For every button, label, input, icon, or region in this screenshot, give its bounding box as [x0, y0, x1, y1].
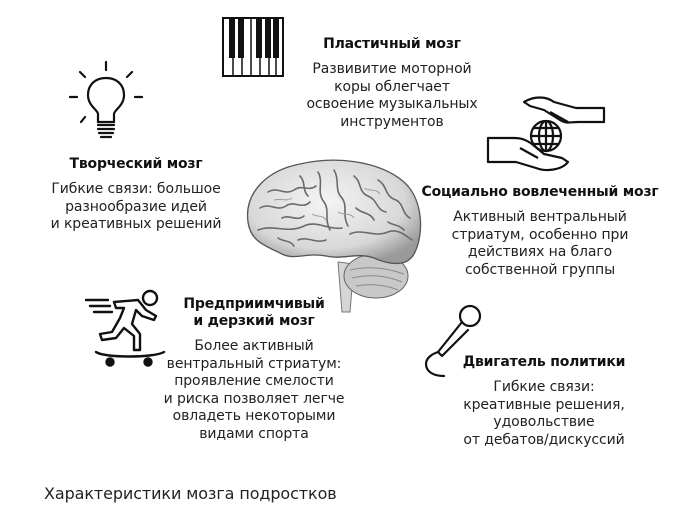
politics-title: Двигатель политики [462, 354, 626, 370]
creative-brain-desc: Гибкие связи: большое разнообразие идей … [50, 181, 222, 232]
creative-brain-block: Творческий мозг Гибкие связи: большое ра… [36, 156, 236, 234]
brain-illustration [238, 152, 428, 322]
piano-keys-icon [222, 16, 284, 78]
skateboarder-icon [84, 288, 176, 368]
daring-brain-title: Предприимчивый и дерзкий мозг [183, 296, 325, 329]
social-brain-desc: Активный вентральный стриатум, особенно … [451, 209, 629, 278]
figure-caption: Характеристики мозга подростков [44, 484, 337, 503]
hands-globe-icon [484, 96, 608, 176]
creative-brain-title: Творческий мозг [69, 156, 203, 172]
social-brain-block: Социально вовлеченный мозг Активный вент… [420, 184, 660, 279]
plastic-brain-desc: Развивитие моторной коры облегчает освое… [306, 61, 478, 130]
daring-brain-block: Предприимчивый и дерзкий мозг Более акти… [148, 296, 360, 443]
social-brain-title: Социально вовлеченный мозг [421, 184, 659, 200]
politics-block: Двигатель политики Гибкие связи: креатив… [444, 354, 644, 449]
microphone-icon [418, 298, 488, 378]
plastic-brain-block: Пластичный мозг Развивитие моторной коры… [282, 36, 502, 131]
plastic-brain-title: Пластичный мозг [323, 36, 461, 52]
lightbulb-icon [64, 60, 148, 140]
politics-desc: Гибкие связи: креативные решения, удовол… [463, 379, 625, 448]
daring-brain-desc: Более активный вентральный стриатум: про… [163, 338, 345, 442]
